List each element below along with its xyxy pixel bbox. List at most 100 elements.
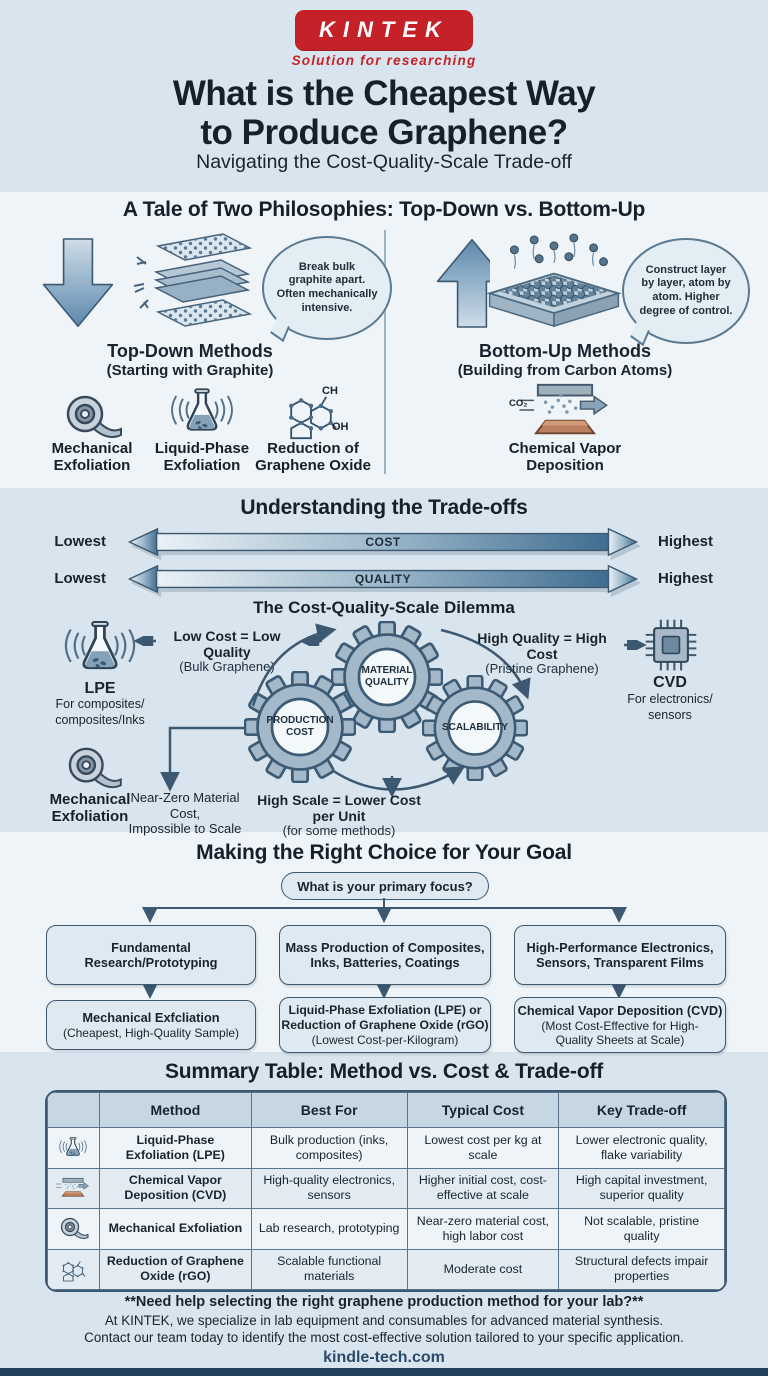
answer-lpe-rgo-bold: Liquid-Phase Exfoliation (LPE) or Reduct… <box>281 1003 489 1032</box>
high-scale-note-sub: (for some methods) <box>282 823 396 839</box>
answer-mechanical-bold: Mechanical Exfcliation <box>82 1010 220 1026</box>
quality-arrow-label: QUALITY <box>354 572 412 586</box>
brand-logo: KINTEK <box>0 10 768 50</box>
focus-box-research: Fundamental Research/Prototyping <box>46 925 256 985</box>
cell-cost: Moderate cost <box>406 1248 560 1290</box>
summary-heading: Summary Table: Method vs. Cost & Trade-o… <box>164 1060 604 1083</box>
bottom-up-title: Bottom-Up Methods <box>479 341 651 361</box>
row-icon-cell <box>47 1208 100 1250</box>
low-cost-note-sub: (Bulk Graphene) <box>179 659 275 675</box>
high-cost-note-bold: High Quality = High Cost <box>477 630 607 663</box>
near-zero-note: Near-Zero Material Cost, Impossible to S… <box>128 790 242 837</box>
tape-icon <box>60 744 124 792</box>
flask-icon <box>58 1135 88 1161</box>
mech-exfoliation-label: Mechanical Exfoliation <box>49 791 131 825</box>
cell-method: Reduction of Graphene Oxide (rGO) <box>98 1248 252 1290</box>
focus-box-research-text: Fundamental Research/Prototyping <box>84 939 218 970</box>
cell-best-for: Lab research, prototyping <box>250 1208 408 1250</box>
cell-cost: Lowest cost per kg at scale <box>406 1127 560 1169</box>
method-label-mechanical: Mechanical Exfoliation <box>51 440 133 474</box>
cvd-desc: For electronics/ sensors <box>627 692 713 722</box>
table-row-cvd: Chemical Vapor Deposition (CVD) High-qua… <box>47 1167 725 1209</box>
left-arrow-icon <box>133 636 156 646</box>
table-row-rgo: Reduction of Graphene Oxide (rGO) Scalab… <box>47 1248 725 1290</box>
tape-icon <box>58 392 124 442</box>
cell-method: Liquid-Phase Exfoliation (LPE) <box>98 1127 252 1169</box>
answer-lpe-rgo-sub: (Lowest Cost-per-Kilogram) <box>311 1032 459 1047</box>
col-key-tradeoff: Key Trade-off <box>558 1092 725 1128</box>
primary-focus-box: What is your primary focus? <box>281 872 489 900</box>
row-icon-cell <box>47 1248 100 1290</box>
atom-deposition-icon <box>486 233 622 328</box>
method-label-rgo: Reduction of Graphene Oxide <box>255 440 371 474</box>
scalability-label: SCALABILITY <box>441 722 509 733</box>
title-line1: What is the Cheapest Way <box>172 74 596 113</box>
cvd-gas-label: CO₂ <box>509 398 528 409</box>
high-cost-note-sub: (Pristine Graphene) <box>485 661 599 677</box>
brand-tagline: Solution for researching <box>291 53 477 68</box>
focus-box-electronics: High-Performance Electronics, Sensors, T… <box>514 925 726 985</box>
cost-left-label: Lowest <box>54 533 106 550</box>
gear-flow-arrows <box>160 623 531 798</box>
footer-line3: Contact our team today to identify the m… <box>84 1330 684 1345</box>
quality-right-label: Highest <box>658 570 714 587</box>
footer-line2: At KINTEK, we specialize in lab equipmen… <box>104 1313 664 1328</box>
cell-method: Chemical Vapor Deposition (CVD) <box>98 1167 252 1209</box>
tape-icon <box>57 1216 89 1241</box>
website-url: kindle-tech.com <box>323 1349 445 1366</box>
flask-icon <box>166 384 238 442</box>
cvd-icon <box>508 380 622 442</box>
table-row-lpe: Liquid-Phase Exfoliation (LPE) Bulk prod… <box>47 1127 725 1169</box>
footer-headline: **Need help selecting the right graphene… <box>124 1294 644 1310</box>
cell-best-for: Bulk production (inks, composites) <box>250 1127 408 1169</box>
answer-cvd-sub: (Most Cost-Effective for High- Quality S… <box>541 1018 699 1047</box>
table-row-mechanical: Mechanical Exfoliation Lab research, pro… <box>47 1208 725 1250</box>
method-label-lpe: Liquid-Phase Exfoliation <box>154 440 250 474</box>
focus-box-mass-production-text: Mass Production of Composites, Inks, Bat… <box>285 939 485 970</box>
answer-box-mechanical: Mechanical Exfcliation (Cheapest, High-Q… <box>46 1000 256 1050</box>
cell-tradeoff: High capital investment, superior qualit… <box>558 1167 725 1209</box>
cell-tradeoff: Not scalable, pristine quality <box>558 1208 725 1250</box>
high-scale-note-bold: High Scale = Lower Cost per Unit <box>257 792 421 825</box>
molecule-ch-label: CH <box>322 385 338 397</box>
cell-method: Mechanical Exfoliation <box>98 1208 252 1250</box>
col-method: Method <box>98 1092 252 1128</box>
kintek-logo: KINTEK <box>295 10 473 50</box>
cell-cost: Higher initial cost, cost-effective at s… <box>406 1167 560 1209</box>
lpe-title: LPE <box>84 680 116 697</box>
top-down-bubble: Break bulk graphite apart. Often mechani… <box>262 236 392 340</box>
cell-best-for: Scalable functional materials <box>250 1248 408 1290</box>
quality-arrow <box>127 564 639 594</box>
cell-best-for: High-quality electronics, sensors <box>250 1167 408 1209</box>
col-typical-cost: Typical Cost <box>406 1092 560 1128</box>
low-cost-note: Low Cost = Low Quality (Bulk Graphene) <box>152 628 302 675</box>
top-down-title: Top-Down Methods <box>107 341 273 361</box>
cvd-icon <box>55 1176 91 1200</box>
cost-arrow <box>127 527 639 557</box>
logo-text: KINTEK <box>319 17 449 42</box>
cell-tradeoff: Lower electronic quality, flake variabil… <box>558 1127 725 1169</box>
row-icon-cell <box>47 1127 100 1169</box>
cell-cost: Near-zero material cost, high labor cost <box>406 1208 560 1250</box>
answer-cvd-bold: Chemical Vapor Deposition (CVD) <box>517 1003 723 1019</box>
method-label-cvd: Chemical Vapor Deposition <box>508 440 622 474</box>
top-down-title-block: Top-Down Methods (Starting with Graphite… <box>60 341 320 379</box>
low-cost-note-bold: Low Cost = Low Quality <box>173 628 281 661</box>
bottom-up-subtitle: (Building from Carbon Atoms) <box>457 362 673 379</box>
col-best-for: Best For <box>250 1092 408 1128</box>
philosophies-heading: A Tale of Two Philosophies: Top-Down vs.… <box>122 198 646 221</box>
vertical-divider <box>384 230 386 474</box>
page-subtitle: Navigating the Cost-Quality-Scale Trade-… <box>196 151 572 173</box>
high-cost-note: High Quality = High Cost (Pristine Graph… <box>462 630 622 677</box>
quality-left-label: Lowest <box>54 570 106 587</box>
flowchart-connectors <box>142 898 627 999</box>
answer-box-cvd: Chemical Vapor Deposition (CVD) (Most Co… <box>514 997 726 1053</box>
row-icon-cell <box>47 1167 100 1209</box>
choice-heading: Making the Right Choice for Your Goal <box>196 841 572 864</box>
graphene-stack-icon <box>133 233 253 327</box>
bottom-up-bubble: Construct layer by layer, atom by atom. … <box>622 238 750 344</box>
right-arrow-icon <box>624 640 647 650</box>
page-title: What is the Cheapest Way to Produce Grap… <box>0 74 768 152</box>
summary-table: Method Best For Typical Cost Key Trade-o… <box>45 1090 727 1292</box>
